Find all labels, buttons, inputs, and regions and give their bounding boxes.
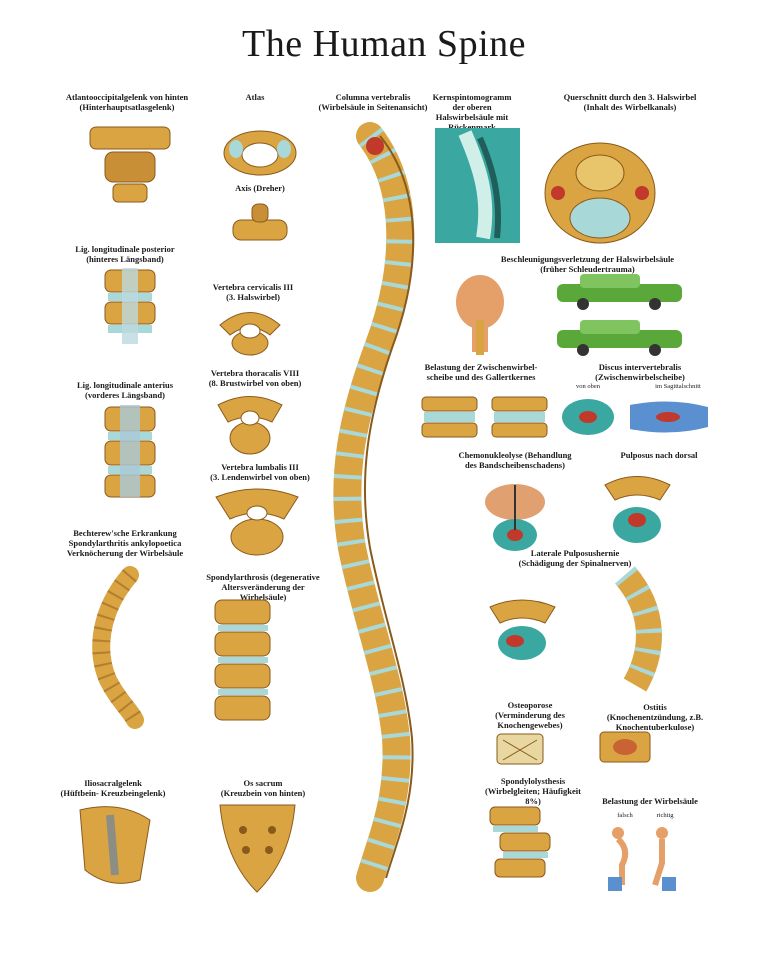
whiplash-head-illustration <box>456 275 504 355</box>
label-querschnitt: Querschnitt durch den 3. Halswirbel (Inh… <box>563 92 697 112</box>
vertebra-cervical-illustration <box>219 312 281 356</box>
ostitis-illustration <box>599 731 651 763</box>
atlantooccipital-illustration <box>89 126 171 203</box>
label-richtig: richtig <box>656 812 674 819</box>
spine-lateral-illustration <box>333 122 415 892</box>
car-2-illustration <box>557 320 682 356</box>
page-title: The Human Spine <box>241 23 526 65</box>
label-axis: Axis (Dreher) <box>235 183 285 193</box>
label-lig-ant: Lig. longitudinale anterius (vorderes Lä… <box>76 380 174 400</box>
label-atlas: Atlas <box>245 92 265 102</box>
label-im-sagittal: im Sagittalschnitt <box>655 383 701 390</box>
axis-illustration <box>232 203 288 241</box>
car-1-illustration <box>557 274 682 310</box>
label-chemo: Chemonukleolyse (Behandlung des Bandsche… <box>458 450 572 470</box>
label-lig-post: Lig. longitudinale posterior (hinteres L… <box>75 244 175 264</box>
label-spondyl-deg: Spondylarthrosis (degenerative Altersver… <box>206 572 320 602</box>
vertebra-lumbar-illustration <box>215 488 299 556</box>
spondylarthrosis-illustration <box>214 599 271 721</box>
cross-section-illustration <box>544 142 656 244</box>
label-pulposus: Pulposus nach dorsal <box>620 450 698 460</box>
label-bechterew: Bechterew'sche Erkrankung Spondylarthrit… <box>66 528 184 558</box>
spondylolysthesis-illustration <box>489 806 551 878</box>
label-kernspin: Kernspintomogramm der oberen Halswirbels… <box>432 92 512 132</box>
lig-posterior-illustration <box>104 268 156 344</box>
label-spondylolysthesis: Spondylolysthesis (Wirbelgleiten; Häufig… <box>485 776 581 806</box>
bechterew-spine-illustration <box>92 566 144 729</box>
disc-load-illustration <box>421 396 548 438</box>
label-von-oben: von oben <box>575 383 600 390</box>
iliosacral-illustration <box>79 806 151 884</box>
label-discus: Discus intervertebralis (Zwischenwirbels… <box>595 362 685 382</box>
mri-illustration <box>435 128 520 243</box>
label-belastung-zw: Belastung der Zwischenwirbel- scheibe un… <box>424 362 538 382</box>
label-ostitis: Ostitis (Knochenentzündung, z.B. Knochen… <box>606 702 704 732</box>
label-laterale: Laterale Pulposushernie (Schädigung der … <box>518 548 632 568</box>
label-osteoporose: Osteoporose (Verminderung des Knochengew… <box>495 700 565 730</box>
atlas-illustration <box>223 130 297 176</box>
label-vertebra-thor: Vertebra thoracalis VIII (8. Brustwirbel… <box>208 368 302 388</box>
os-sacrum-illustration <box>219 804 296 893</box>
label-vertebra-lumb: Vertebra lumbalis III (3. Lendenwirbel v… <box>210 462 310 482</box>
vertebra-thoracic-illustration <box>217 396 283 455</box>
label-vertebra-cerv: Vertebra cervicalis III (3. Halswirbel) <box>212 282 294 302</box>
lifting-posture-illustration <box>608 827 676 891</box>
label-columna: Columna vertebralis (Wirbelsäule in Seit… <box>318 92 428 112</box>
lateral-hernia-illustration <box>489 599 556 660</box>
discus-illustration <box>562 399 708 435</box>
lateral-hernia-spine-illustration <box>614 566 662 692</box>
pulposus-dorsal-illustration <box>604 476 671 543</box>
label-atlantooccipital: Atlantooccipitalgelenk von hinten (Hinte… <box>65 92 189 112</box>
label-os-sacrum: Os sacrum (Kreuzbein von hinten) <box>220 778 306 798</box>
lig-anterior-illustration <box>104 405 156 498</box>
chemonucleolysis-illustration <box>485 484 545 551</box>
osteoporosis-illustration <box>496 733 544 765</box>
label-falsch: falsch <box>617 812 633 819</box>
label-iliosacral: Iliosacralgelenk (Hüftbein- Kreuzbeingel… <box>60 778 166 798</box>
label-belastung-ws: Belastung der Wirbelsäule <box>602 796 698 806</box>
label-beschleunigung: Beschleunigungsverletzung der Halswirbel… <box>500 254 675 274</box>
